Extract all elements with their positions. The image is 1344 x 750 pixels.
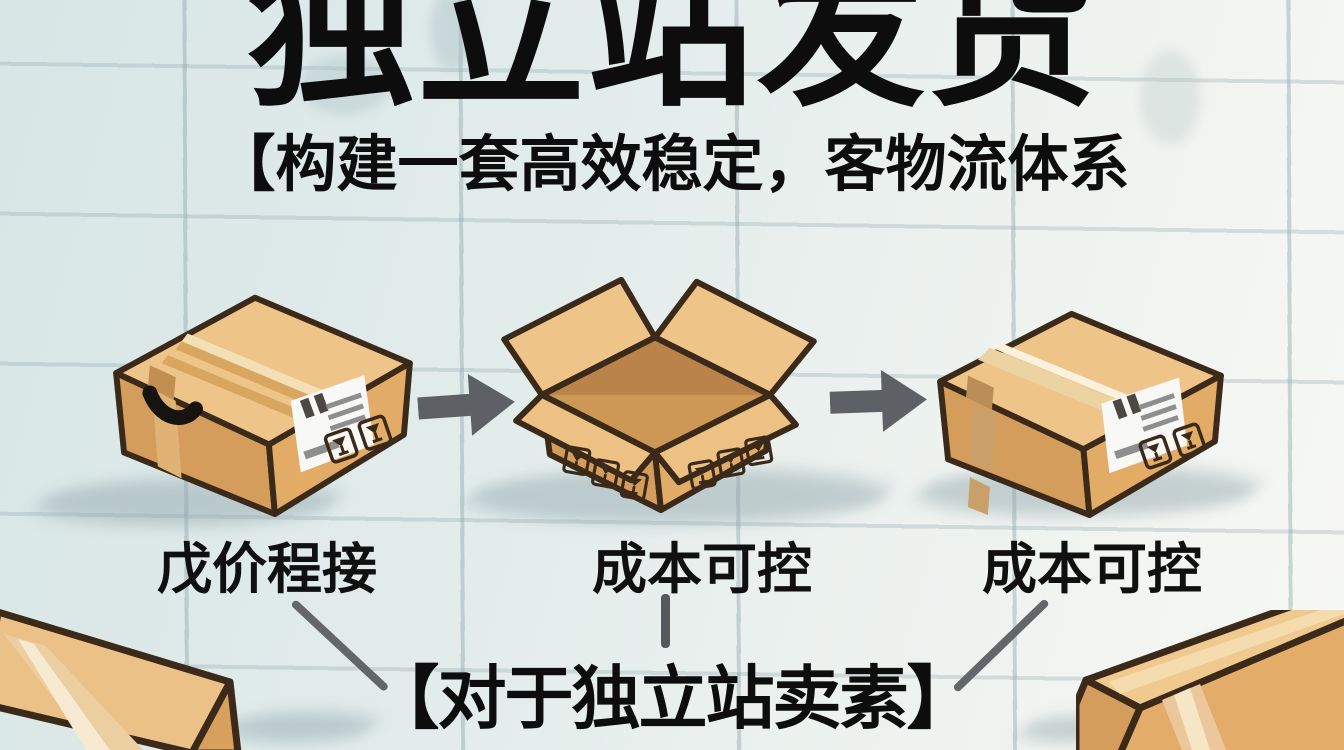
shipping-label-icon — [290, 375, 375, 473]
step-label-1: 戊价程接 — [156, 537, 377, 601]
wall-stain — [430, 0, 475, 70]
packing-tape — [1162, 684, 1226, 750]
partial-box-illustration-bottom-right — [1076, 610, 1344, 750]
step-label-3: 成本可控 — [981, 537, 1202, 601]
packing-tape — [4, 634, 144, 750]
open-box-illustration — [501, 276, 817, 514]
page-subtitle: 【构建一套高效稳定，客物流体系 — [214, 129, 1130, 200]
fragile-icon — [562, 445, 592, 477]
lid-highlight — [1108, 610, 1344, 694]
fragile-icon — [687, 459, 717, 490]
step-label-2: 成本可控 — [591, 537, 812, 601]
fragile-icon — [591, 458, 621, 489]
partial-box-illustration-bottom-left — [0, 608, 242, 750]
wall-stain — [300, 55, 390, 115]
handle-cutout-icon — [142, 385, 203, 425]
page-title: 独立站发货 — [247, 0, 1097, 130]
fragile-icon — [716, 447, 746, 479]
fragile-icon — [744, 435, 774, 467]
wall-stain — [1140, 50, 1200, 145]
arrow-right-icon — [417, 373, 515, 436]
connector-line-middle — [661, 594, 670, 648]
fragile-icon — [1138, 434, 1173, 470]
fragile-icon — [619, 470, 649, 501]
footer-note: 【对于独立站卖素】 — [370, 659, 976, 739]
fragile-icon — [323, 427, 359, 464]
closed-taped-box-illustration — [937, 310, 1224, 519]
fragile-icon — [357, 414, 393, 451]
arrow-right-icon — [829, 369, 927, 432]
closed-box-with-handle-illustration — [113, 294, 413, 518]
fragile-icon — [1172, 422, 1207, 458]
